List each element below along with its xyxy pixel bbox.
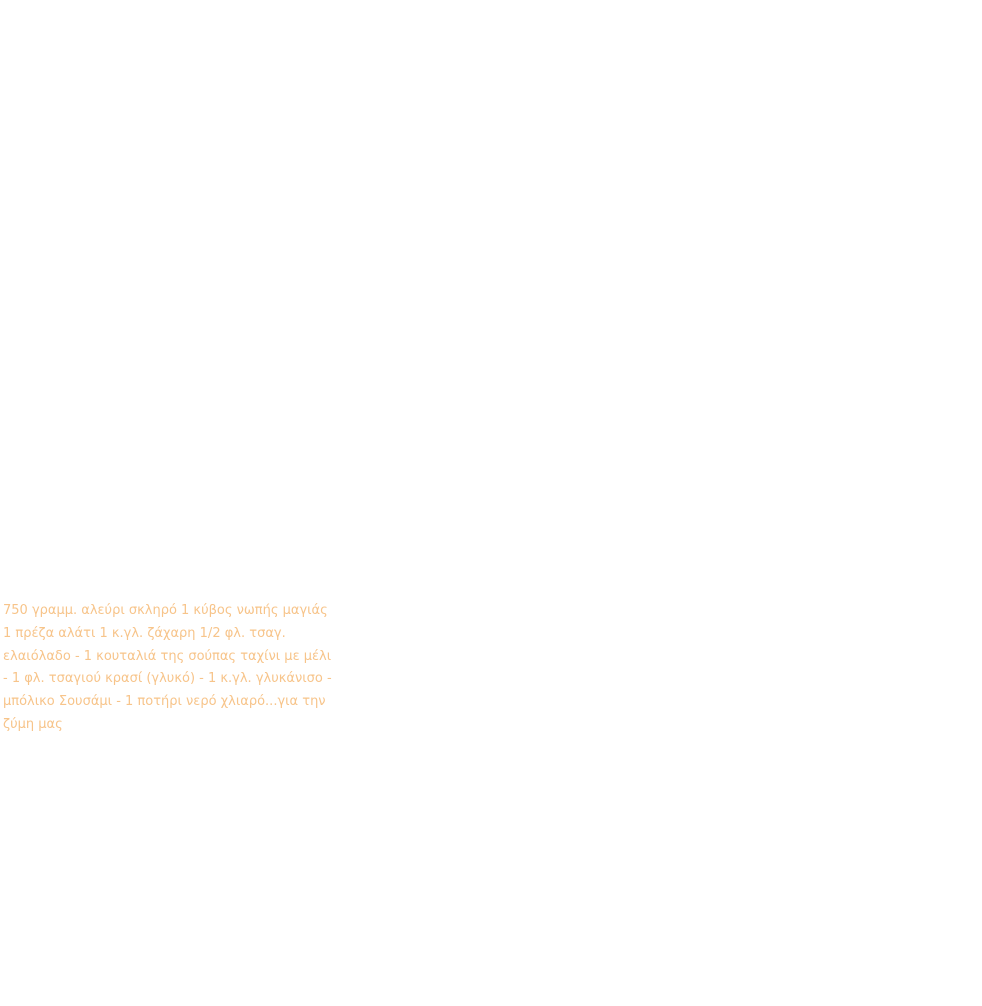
- recipe-ingredients-text: 750 γραμμ. αλεύρι σκληρό 1 κύβος νωπής μ…: [3, 603, 332, 732]
